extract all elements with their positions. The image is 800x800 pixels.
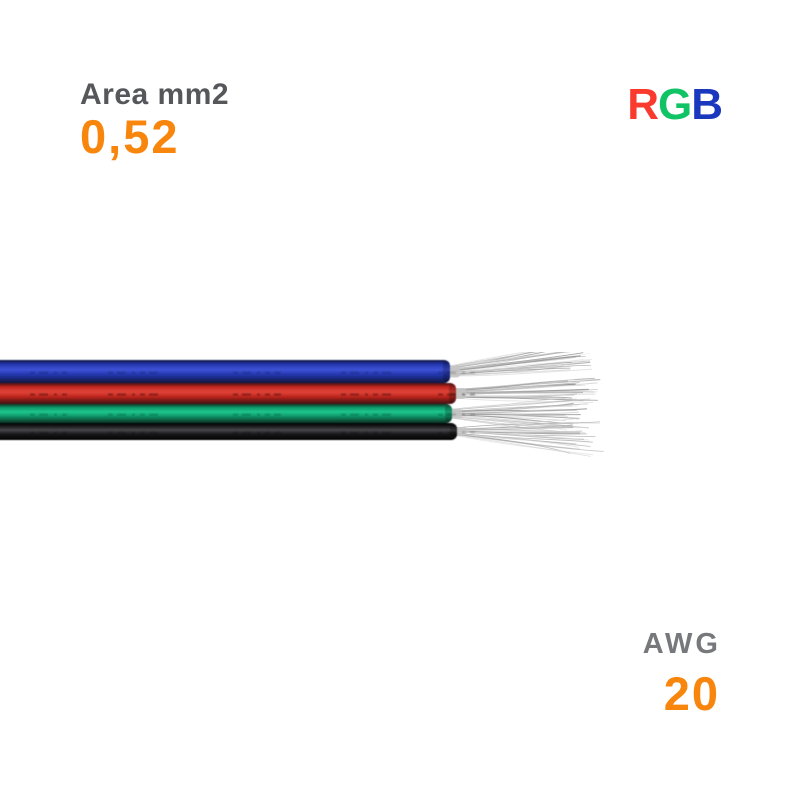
cable-photo [0,352,620,464]
rgb-badge: RGB [627,80,723,129]
area-spec-value: 0,52 [80,110,180,163]
rgb-letter-r: R [627,80,659,129]
area-spec: Area mm2 0,52 [80,78,229,162]
rgb-letter-g: G [657,80,692,129]
rgb-letter-b: B [691,80,723,129]
cable-image [0,352,604,457]
awg-spec-value: 20 [663,667,720,720]
awg-spec: AWG 20 [643,628,718,719]
area-spec-label: Area mm2 [80,78,230,111]
awg-spec-label: AWG [642,628,721,660]
